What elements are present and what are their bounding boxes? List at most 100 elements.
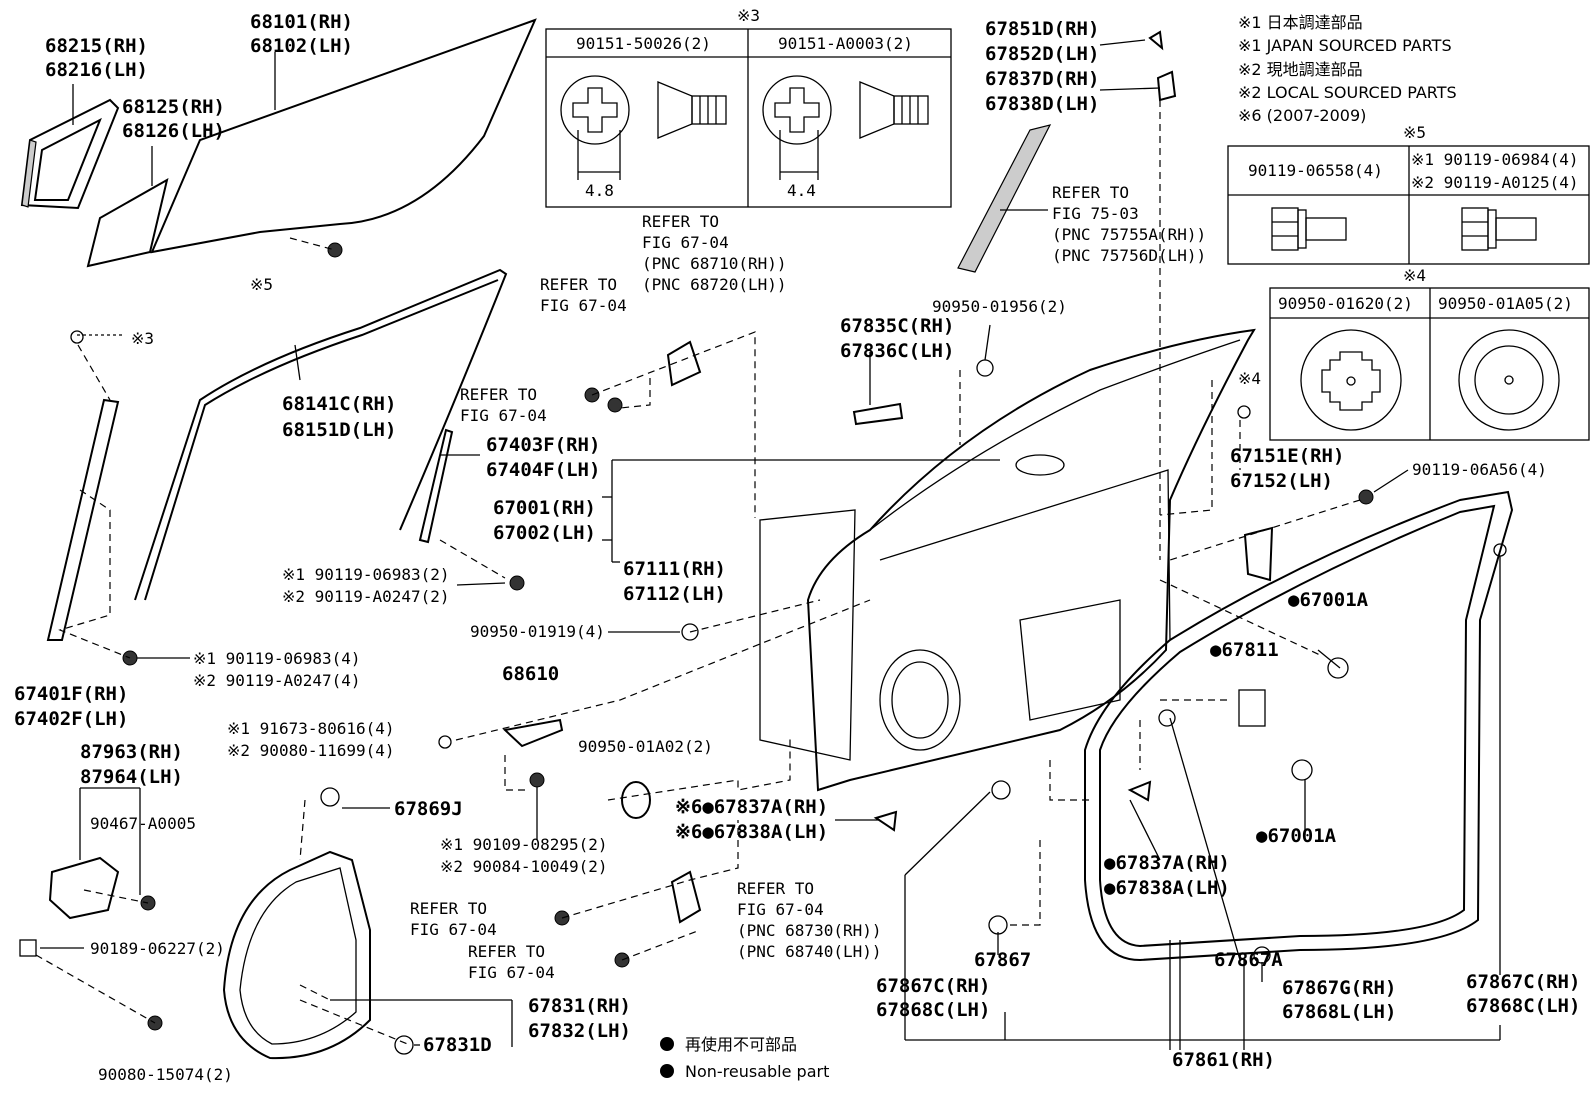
ref-bolt-lower2-line2: FIG 67-04 — [468, 963, 555, 982]
ref-hinge-lower-line3: (PNC 68730(RH)) — [737, 921, 882, 940]
label-90109-08295: ※1 90109-08295(2) — [440, 835, 608, 854]
table-3-mark: ※3 — [737, 6, 760, 25]
label-bolt-jp-4: ※1 90119-06983(4) — [193, 649, 361, 668]
label-91673-80616: ※1 91673-80616(4) — [227, 719, 395, 738]
label-67867G: 67867G(RH) — [1282, 977, 1396, 999]
quarter-window-glass — [86, 177, 169, 268]
door-glass — [150, 18, 537, 254]
note-year-range: ※6 (2007-2009) — [1238, 106, 1366, 125]
ref-bolt-lower2-line1: REFER TO — [468, 942, 545, 961]
door-frame-trim — [957, 124, 1052, 273]
grommet-icon — [976, 359, 994, 377]
label-68610: 68610 — [502, 663, 559, 685]
label-67831: 67831(RH) — [528, 995, 631, 1017]
bolt-icon — [509, 575, 525, 591]
label-67838A: ●67838A(LH) — [1104, 877, 1230, 899]
label-67868L: 67868L(LH) — [1282, 1001, 1396, 1023]
screw-icon — [438, 735, 452, 749]
table-5-col2-japan: ※1 90119-06984(4) — [1411, 150, 1579, 169]
phillips-screw-head-icon: 4.4 — [762, 75, 832, 200]
upper-hinge — [666, 340, 702, 387]
label-90080-11699: ※2 90080-11699(4) — [227, 741, 395, 760]
label-90950-01956: 90950-01956(2) — [932, 297, 1067, 316]
quarter-window-frame — [20, 98, 120, 210]
part-labels: 68215(RH) 68216(LH) 68101(RH) 68102(LH) … — [14, 11, 1580, 1084]
label-87963: 87963(RH) — [80, 741, 183, 763]
label-90467-A0005: 90467-A0005 — [90, 814, 196, 833]
label-68151D: 68151D(LH) — [282, 419, 396, 441]
ref-bolt-upper2-line1: REFER TO — [460, 385, 537, 404]
flange-bolt-icon — [1271, 207, 1347, 251]
label-mark-4: ※4 — [1238, 369, 1261, 388]
label-67852D: 67852D(LH) — [985, 43, 1099, 65]
clip-icon — [1158, 709, 1176, 727]
label-mark-3: ※3 — [131, 329, 154, 348]
table-3-dim2: 4.4 — [787, 181, 816, 200]
non-reusable-bullet-icon — [660, 1037, 674, 1051]
label-67837D: 67837D(RH) — [985, 68, 1099, 90]
label-90084-10049: ※2 90084-10049(2) — [440, 857, 608, 876]
label-67867C-right: 67867C(RH) — [1466, 971, 1580, 993]
service-hole-cover — [222, 850, 371, 1060]
bolt-icon — [607, 397, 623, 413]
clip-icon — [1237, 405, 1251, 419]
ref-hinge-lower-line2: FIG 67-04 — [737, 900, 824, 919]
door-weatherstrip — [1084, 490, 1514, 962]
label-67404F: 67404F(LH) — [486, 459, 600, 481]
outer-handle-frame — [852, 402, 904, 426]
front-lower-channel — [46, 398, 120, 641]
label-67832: 67832(LH) — [528, 1020, 631, 1042]
label-90080-15074: 90080-15074(2) — [98, 1065, 233, 1084]
ref-hinge-lower-line1: REFER TO — [737, 879, 814, 898]
front-door-panel — [759, 328, 1256, 792]
phillips-screw-head-icon: 4.8 — [560, 75, 630, 200]
guide-lines — [35, 100, 1361, 1046]
label-68215: 68215(RH) — [45, 35, 148, 57]
label-90950-01919: 90950-01919(4) — [470, 622, 605, 641]
flange-bolt-icon — [1461, 207, 1537, 251]
label-67838A-2007: ※6●67838A(LH) — [675, 821, 828, 843]
label-67869J: 67869J — [394, 798, 463, 820]
screw-table-3: ※3 90151-50026(2) 90151-A0003(2) 4.8 — [545, 6, 952, 208]
ref-frame-line1: REFER TO — [1052, 183, 1129, 202]
round-cap-icon — [1458, 329, 1560, 431]
label-67867: 67867 — [974, 949, 1031, 971]
source-notes: ※1 日本調達部品 ※1 JAPAN SOURCED PARTS ※2 現地調達… — [1238, 13, 1457, 125]
lower-hinge — [670, 870, 702, 924]
clip-icon — [991, 780, 1011, 800]
label-bolt-jp-2: ※1 90119-06983(2) — [282, 565, 450, 584]
label-67868C-right: 67868C(LH) — [1466, 995, 1580, 1017]
flat-head-screw-icon — [657, 81, 727, 139]
label-90950-01A02: 90950-01A02(2) — [578, 737, 713, 756]
table-4-col1: 90950-01620(2) — [1278, 294, 1413, 313]
clip-icon — [19, 939, 37, 957]
label-67861: 67861(RH) — [1172, 1049, 1275, 1071]
stopper — [1243, 526, 1274, 582]
table-3-col2: 90151-A0003(2) — [778, 34, 913, 53]
reinforcement-clip — [873, 810, 898, 832]
label-67401F: 67401F(RH) — [14, 683, 128, 705]
note-local-jp: ※2 現地調達部品 — [1238, 60, 1363, 79]
ref-hinge-lower-line4: (PNC 68740(LH)) — [737, 942, 882, 961]
label-67001: 67001(RH) — [493, 497, 596, 519]
glass-channel-run — [134, 268, 508, 601]
reinforcement-clip — [1127, 780, 1152, 802]
label-67868C-left: 67868C(LH) — [876, 999, 990, 1021]
grommet-icon — [681, 623, 699, 641]
note-local-en: ※2 LOCAL SOURCED PARTS — [1238, 83, 1457, 102]
grommet-icon — [394, 1035, 414, 1055]
ref-hinge-upper-line4: (PNC 68720(LH)) — [642, 275, 787, 294]
bolt-table-5: ※5 90119-06558(4) ※1 90119-06984(4) ※2 9… — [1227, 123, 1590, 265]
label-67112: 67112(LH) — [623, 583, 726, 605]
table-4-mark: ※4 — [1403, 266, 1426, 285]
ref-bolt-lower-line1: REFER TO — [410, 899, 487, 918]
leader-lines — [40, 39, 1501, 1050]
legend-en: Non-reusable part — [685, 1062, 829, 1081]
table-5-col1: 90119-06558(4) — [1248, 161, 1383, 180]
table-5-mark: ※5 — [1403, 123, 1426, 142]
ref-frame-line2: FIG 75-03 — [1052, 204, 1139, 223]
grommet-clip-icon — [1300, 329, 1402, 431]
flat-head-screw-icon — [859, 81, 929, 139]
legend: 再使用不可部品 Non-reusable part — [660, 1035, 829, 1081]
label-67402F: 67402F(LH) — [14, 708, 128, 730]
